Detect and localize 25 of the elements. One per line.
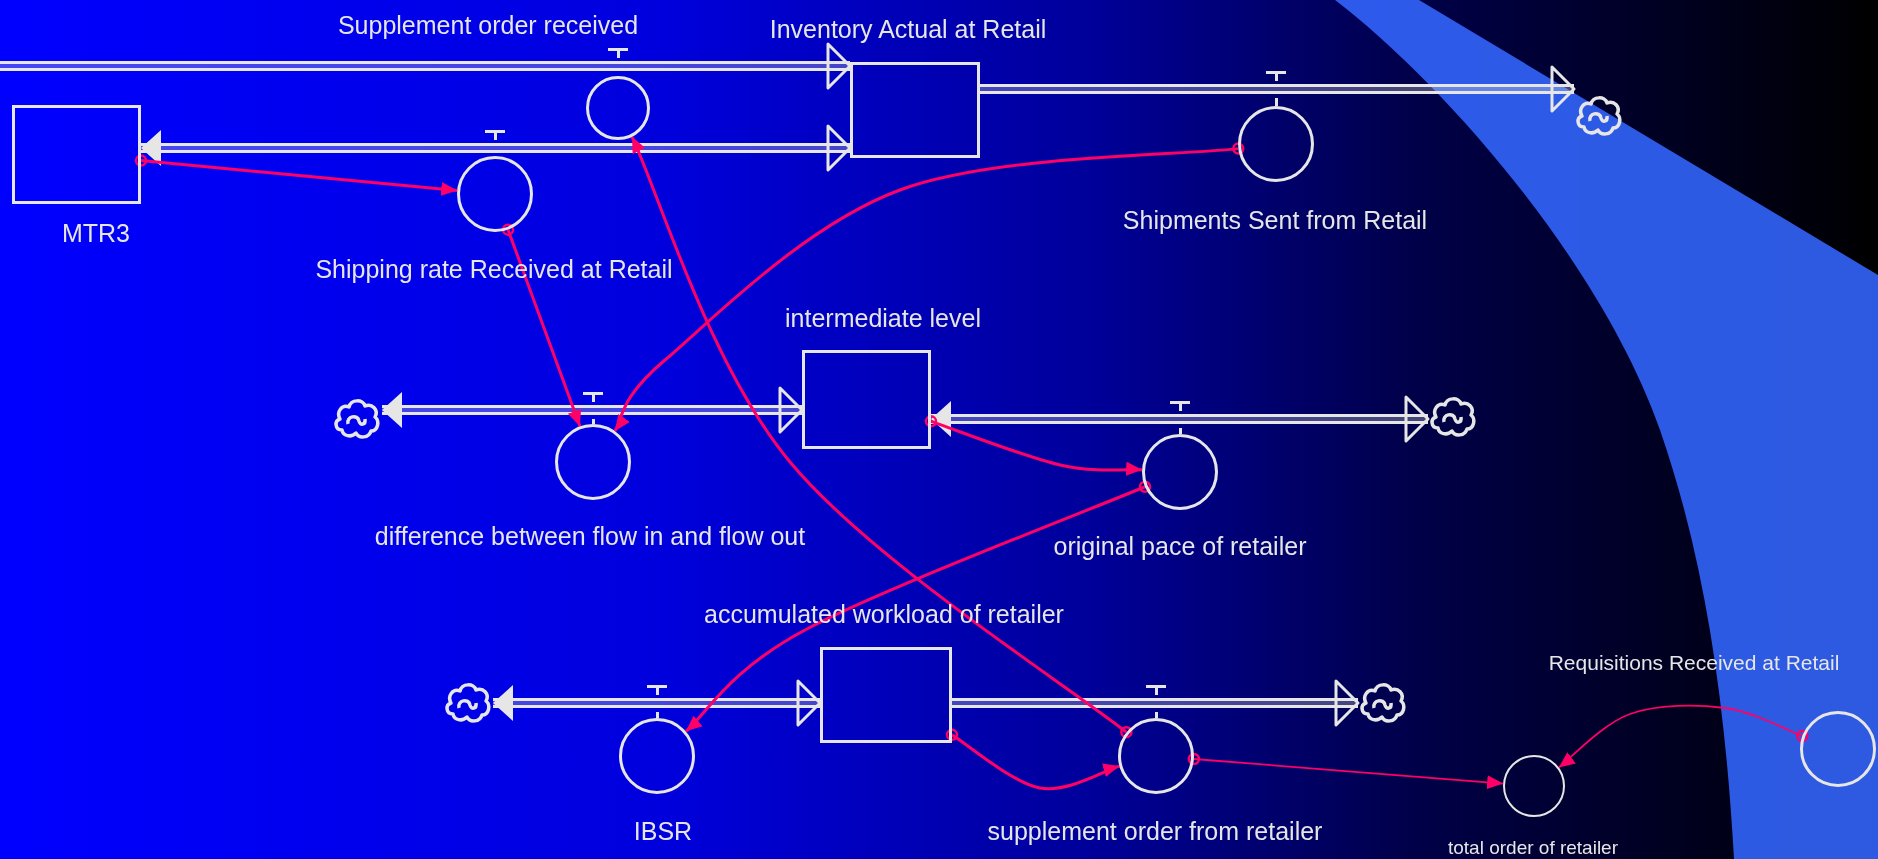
flow-pipe	[980, 65, 1576, 113]
node-label: IBSR	[633, 816, 693, 846]
flow-pipe	[952, 679, 1360, 727]
node-label: original pace of retailer	[1053, 531, 1307, 561]
flow-pipe	[382, 386, 804, 434]
link-arrow	[1187, 752, 1504, 790]
link-arrow	[924, 415, 1143, 477]
node-label: total order of retailer	[1448, 837, 1618, 859]
link-arrow	[1557, 704, 1809, 769]
link-arrow	[684, 480, 1152, 733]
node-label: Inventory Actual at Retail	[769, 14, 1047, 44]
flow-pipe	[141, 124, 852, 172]
node-label: supplement order from retailer	[987, 816, 1323, 846]
node-label: Supplement order received	[337, 10, 639, 40]
link-arrow	[945, 728, 1120, 791]
link-arrow	[134, 154, 458, 196]
node-label: intermediate level	[785, 303, 981, 333]
link-arrow	[613, 142, 1245, 432]
node-label: MTR3	[61, 218, 131, 248]
node-label: difference between flow in and flow out	[374, 521, 806, 551]
flow-pipe	[493, 679, 822, 727]
node-label: Shipments Sent from Retail	[1122, 205, 1428, 235]
flow-pipe	[931, 395, 1430, 443]
flow-pipe	[0, 42, 852, 90]
link-arrow	[630, 136, 1133, 739]
